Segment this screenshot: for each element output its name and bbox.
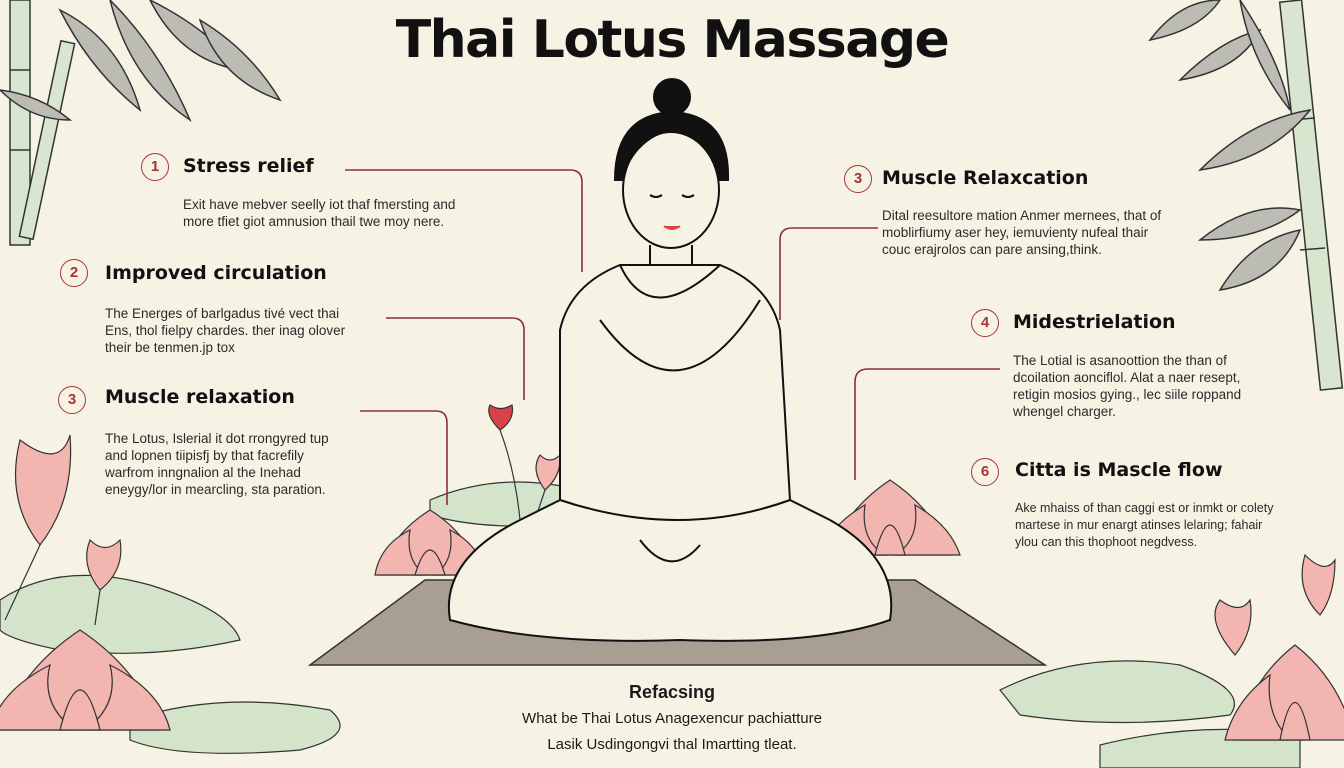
lotus-flowers	[0, 404, 1344, 741]
bamboo-left	[0, 0, 282, 246]
benefit-title: Improved circulation	[105, 262, 327, 284]
benefit-description: Exit have mebver seelly iot thaf fmersti…	[183, 196, 455, 230]
benefit-description: The Lotial is asanoottion the than of dc…	[1013, 352, 1241, 420]
benefit-description: Ake mhaiss of than caggi est or inmkt or…	[1015, 500, 1273, 551]
footer-line: What be Thai Lotus Anagexencur pachiattu…	[522, 710, 822, 727]
number-badge: 6	[971, 458, 999, 486]
number-badge: 4	[971, 309, 999, 337]
footer-title: Refacsing	[628, 682, 716, 702]
meditating-woman	[447, 78, 893, 642]
description-line: The Lotial is asanoottion the than of	[1013, 353, 1227, 368]
description-line: The Lotus, Islerial it dot rrongyred tup	[105, 431, 329, 446]
description-line: retigin mosios gying., lec siile roppand	[1013, 387, 1242, 402]
number-badge: 1	[141, 153, 169, 181]
description-line: whengel charger.	[1013, 404, 1116, 419]
benefit-title: Midestrielation	[1013, 311, 1176, 333]
description-line: ylou can this thophoot negdvess.	[1015, 535, 1198, 549]
description-line: more tfiet giot amnusion thail twe moy n…	[183, 214, 445, 229]
number-badge: 2	[60, 259, 88, 287]
benefit-title: Citta is Mascle flow	[1015, 459, 1223, 481]
description-line: couc erajrolos can pare ansing,think.	[882, 242, 1102, 257]
description-line: Exit have mebver seelly iot thaf fmersti…	[183, 197, 456, 212]
benefit-description: The Energes of barlgadus tivé vect thai …	[105, 305, 345, 356]
description-line: Ens, thol fielpy chardes. ther inag olov…	[105, 323, 346, 338]
connector-lines	[345, 169, 1000, 505]
number-badge: 3	[58, 386, 86, 414]
description-line: martese in mur enargt atinses lelaring; …	[1015, 518, 1263, 532]
description-line: their be tenmen.jp tox	[105, 340, 235, 355]
benefit-description: The Lotus, Islerial it dot rrongyred tup…	[105, 430, 329, 498]
description-line: Ake mhaiss of than caggi est or inmkt or…	[1015, 501, 1274, 515]
description-line: and lopnen tiipisfj by that facrefily	[105, 448, 304, 463]
bamboo-right	[1148, 0, 1344, 391]
description-line: The Energes of barlgadus tivé vect thai	[105, 306, 340, 321]
benefit-title: Muscle relaxation	[105, 386, 295, 408]
footer-line: Lasik Usdingongvi thal Imartting tleat.	[547, 736, 797, 753]
benefit-title: Muscle Relaxcation	[882, 167, 1089, 189]
description-line: dcoilation aonciflol. Alat a naer resept…	[1013, 370, 1241, 385]
page-title: Thai Lotus Massage	[395, 10, 950, 70]
description-line: Dital reesultore mation Anmer mernees, t…	[882, 208, 1162, 223]
description-line: eneygy/lor in mearcling, sta paration.	[105, 482, 326, 497]
benefit-description: Dital reesultore mation Anmer mernees, t…	[882, 207, 1161, 258]
number-badge: 3	[844, 165, 872, 193]
description-line: moblirfiumy aser hey, iemuvienty nufeal …	[882, 225, 1149, 240]
benefit-title: Stress relief	[183, 155, 314, 177]
description-line: warfrom inngnalion al the Inehad	[105, 465, 301, 480]
